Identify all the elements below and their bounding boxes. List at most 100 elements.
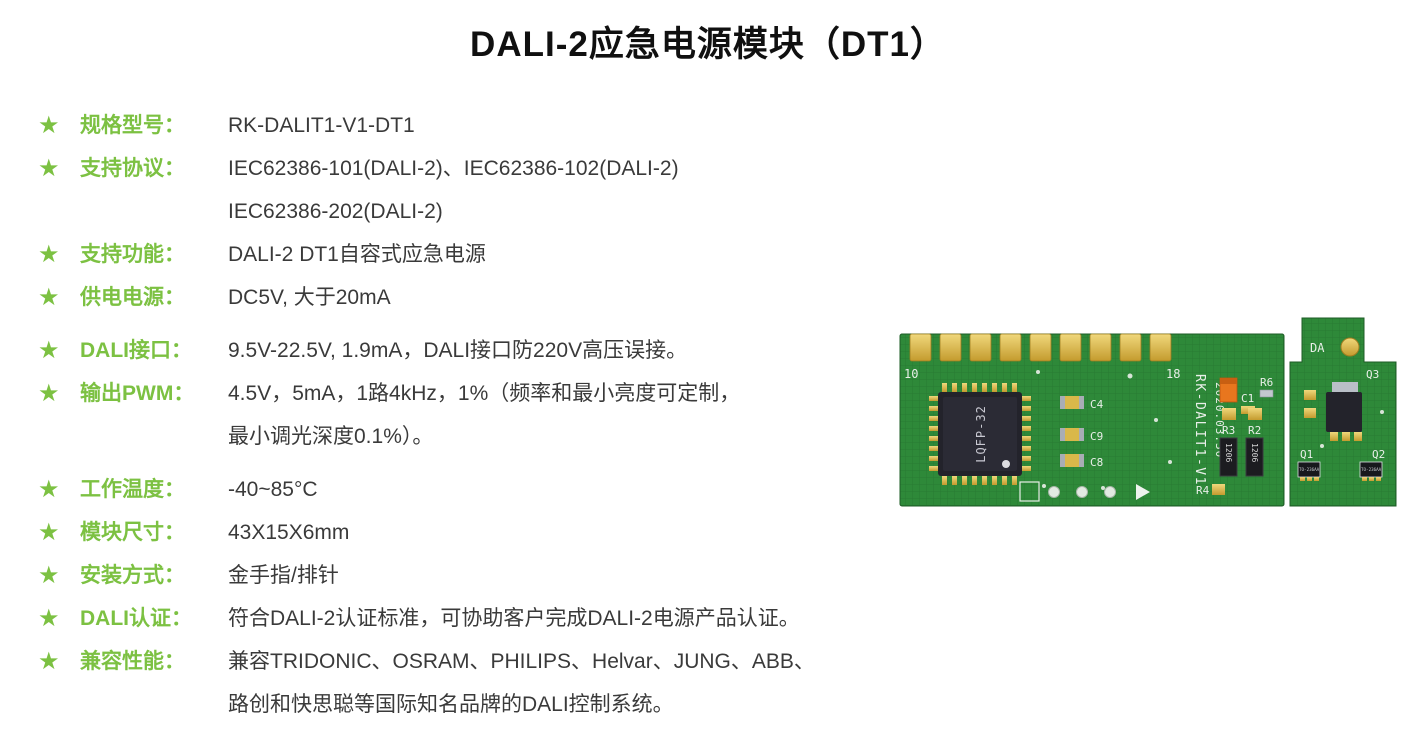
chip-marking-label: LQFP-32 [974,405,988,463]
da-label: DA [1310,341,1325,355]
chip-pin1-dot [1002,460,1010,468]
q2-group: Q2 TO-236AA [1359,448,1385,481]
via-dots [1036,370,1172,490]
c4-label: C4 [1090,398,1104,411]
pcb-photo: 10 18 LQFP-32 C4 C9 [898,316,1400,516]
spec-value: 金手指/排针 [228,554,339,597]
spec-row: ★ 模块尺寸： 43X15X6mm [38,511,815,554]
right-via-dots [1320,410,1384,448]
pcb-pin18-label: 18 [1166,367,1180,381]
spec-label: 安装方式： [80,564,185,587]
spec-row: ★ 工作温度： -40~85°C [38,468,815,511]
star-icon: ★ [38,112,60,139]
star-icon: ★ [38,241,60,268]
spec-row: ★ 输出PWM： 4.5V，5mA，1路4kHz，1%（频率和最小亮度可定制， 最小调… [38,372,815,458]
spec-value: 符合DALI-2认证标准，可协助客户完成DALI-2电源产品认证。 [228,597,800,640]
spec-value: 43X15X6mm [228,511,349,554]
chip-body-inner [943,397,1017,471]
spec-value-line: 9.5V-22.5V, 1.9mA，DALI接口防220V高压误接。 [228,339,688,362]
star-icon: ★ [38,519,60,546]
r3-r2-group: R3 R2 1206 1206 [1219,408,1264,477]
spec-value-line: 最小调光深度0.1%）。 [228,425,434,448]
spec-row: ★ DALI接口： 9.5V-22.5V, 1.9mA，DALI接口防220V高压误… [38,329,815,372]
spec-label: 支持协议： [80,157,185,180]
spec-label: 支持功能： [80,243,185,266]
spec-value: 兼容TRIDONIC、OSRAM、PHILIPS、Helvar、JUNG、ABB… [228,640,815,726]
spec-value-line: DALI-2 DT1自容式应急电源 [228,243,486,266]
smd-1206-left [1219,437,1238,477]
q3-label: Q3 [1366,368,1379,381]
pcb-pin10-label: 10 [904,367,918,381]
spec-list: ★ 规格型号： RK-DALIT1-V1-DT1 ★ 支持协议： IEC62386-101… [38,104,815,726]
spec-label: 规格型号： [80,114,185,137]
spec-value: -40~85°C [228,468,318,511]
da-pad [1340,337,1360,357]
spec-row: ★ DALI认证： 符合DALI-2认证标准，可协助客户完成DALI-2电源产品认证… [38,597,815,640]
spec-label: 工作温度： [80,478,185,501]
spec-value: DC5V, 大于20mA [228,276,391,319]
c1-label: C1 [1241,392,1254,405]
r4-label: R4 [1196,484,1210,497]
spec-value-line: 43X15X6mm [228,521,350,544]
smd-1206-right-label: 1206 [1250,443,1259,462]
spec-value-line: 符合DALI-2认证标准，可协助客户完成DALI-2电源产品认证。 [228,607,800,630]
spec-row: ★ 规格型号： RK-DALIT1-V1-DT1 [38,104,815,147]
spec-label: DALI认证： [80,607,192,630]
mounting-holes [1019,481,1150,502]
r3-label: R3 [1222,424,1235,437]
c8-label: C8 [1090,456,1103,469]
chip-pins [929,383,1031,485]
star-icon: ★ [38,155,60,182]
r4-pad [1212,484,1225,495]
page-title: DALI-2应急电源模块（DT1） [470,25,946,64]
spec-label: 兼容性能： [80,650,185,673]
star-icon: ★ [38,562,60,589]
pcb-model-text: RK-DALIT1-V1 [1192,374,1207,486]
spec-row: ★ 支持功能： DALI-2 DT1自容式应急电源 [38,233,815,276]
spec-value-line: IEC62386-202(DALI-2) [228,200,443,223]
spec-value: IEC62386-101(DALI-2)、IEC62386-102(DALI-2… [228,147,679,233]
star-icon: ★ [38,380,60,407]
spec-label: DALI接口： [80,339,192,362]
spec-row: ★ 支持协议： IEC62386-101(DALI-2)、IEC62386-102(… [38,147,815,233]
q3-group: Q3 [1304,368,1379,441]
q2-package-label: TO-236AA [1361,467,1382,472]
spec-row: ★ 兼容性能： 兼容TRIDONIC、OSRAM、PHILIPS、Helvar、JU… [38,640,815,726]
star-icon: ★ [38,605,60,632]
spec-value-line: -40~85°C [228,478,318,501]
gold-finger-pads [909,333,1172,362]
spec-row: ★ 供电电源： DC5V, 大于20mA [38,276,815,319]
spec-value-line: 路创和快思聪等国际知名品牌的DALI控制系统。 [228,693,674,716]
spec-value: DALI-2 DT1自容式应急电源 [228,233,486,276]
star-icon: ★ [38,476,60,503]
star-icon: ★ [38,337,60,364]
spec-label: 输出PWM： [80,382,195,405]
star-icon: ★ [38,648,60,675]
q2-label: Q2 [1372,448,1385,461]
spec-value-line: IEC62386-101(DALI-2)、IEC62386-102(DALI-2… [228,157,679,180]
spec-row: ★ 安装方式： 金手指/排针 [38,554,815,597]
capacitor-group: C4 C9 C8 [1060,396,1104,469]
spec-value-line: 金手指/排针 [228,564,339,587]
q1-package-label: TO-236AA [1299,467,1320,472]
spec-value: RK-DALIT1-V1-DT1 [228,104,415,147]
spec-label: 供电电源： [80,286,185,309]
smd-1206-right [1245,437,1264,477]
spec-value-line: DC5V, 大于20mA [228,286,391,309]
spec-value-line: 兼容TRIDONIC、OSRAM、PHILIPS、Helvar、JUNG、ABB… [228,650,815,673]
pcb-board-image: 10 18 LQFP-32 C4 C9 [899,317,1397,507]
spec-value-line: RK-DALIT1-V1-DT1 [228,114,415,137]
lqfp32-chip: LQFP-32 [929,383,1031,485]
c9-label: C9 [1090,430,1103,443]
spec-value: 9.5V-22.5V, 1.9mA，DALI接口防220V高压误接。 [228,329,687,372]
q1-label: Q1 [1300,448,1313,461]
spec-value-line: 4.5V，5mA，1路4kHz，1%（频率和最小亮度可定制， [228,382,741,405]
arrow-marker [1136,484,1150,500]
r2-label: R2 [1248,424,1261,437]
r6-label: R6 [1260,376,1273,389]
spec-label: 模块尺寸： [80,521,185,544]
smd-1206-left-label: 1206 [1224,443,1233,462]
q1-group: Q1 TO-236AA [1297,448,1321,481]
star-icon: ★ [38,284,60,311]
